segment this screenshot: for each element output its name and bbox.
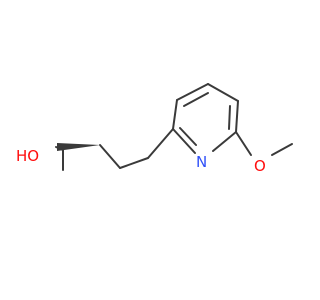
stereo-wedge [57, 143, 100, 151]
bond-ring-c2-c3 [172, 99, 178, 130]
bond-ring-c3-c4 [176, 83, 209, 101]
bond-ring-c5-c6 [235, 100, 239, 133]
bond-c2-c3 [99, 144, 121, 169]
nitrogen-label: N [196, 153, 207, 171]
bond-ring-double-3 [179, 127, 197, 146]
bonds [55, 83, 293, 171]
bond-o-methyl [271, 143, 293, 156]
molecule-structure: HO N O [16, 83, 293, 175]
bond-ring-double-2 [228, 105, 231, 130]
bond-ring-o [235, 131, 252, 156]
bond-ring-n-c2 [172, 128, 196, 154]
bond-c4-ring [147, 128, 174, 159]
bond-ring-c4-c5 [207, 83, 239, 102]
bond-c3-c4 [119, 157, 149, 169]
bond-ring-double-1 [183, 92, 209, 107]
hydroxyl-label: HO [16, 147, 39, 165]
structure-canvas: HO N O [16, 83, 293, 175]
bond-ring-c6-n [212, 131, 237, 152]
methoxy-oxygen-label: O [254, 157, 266, 175]
